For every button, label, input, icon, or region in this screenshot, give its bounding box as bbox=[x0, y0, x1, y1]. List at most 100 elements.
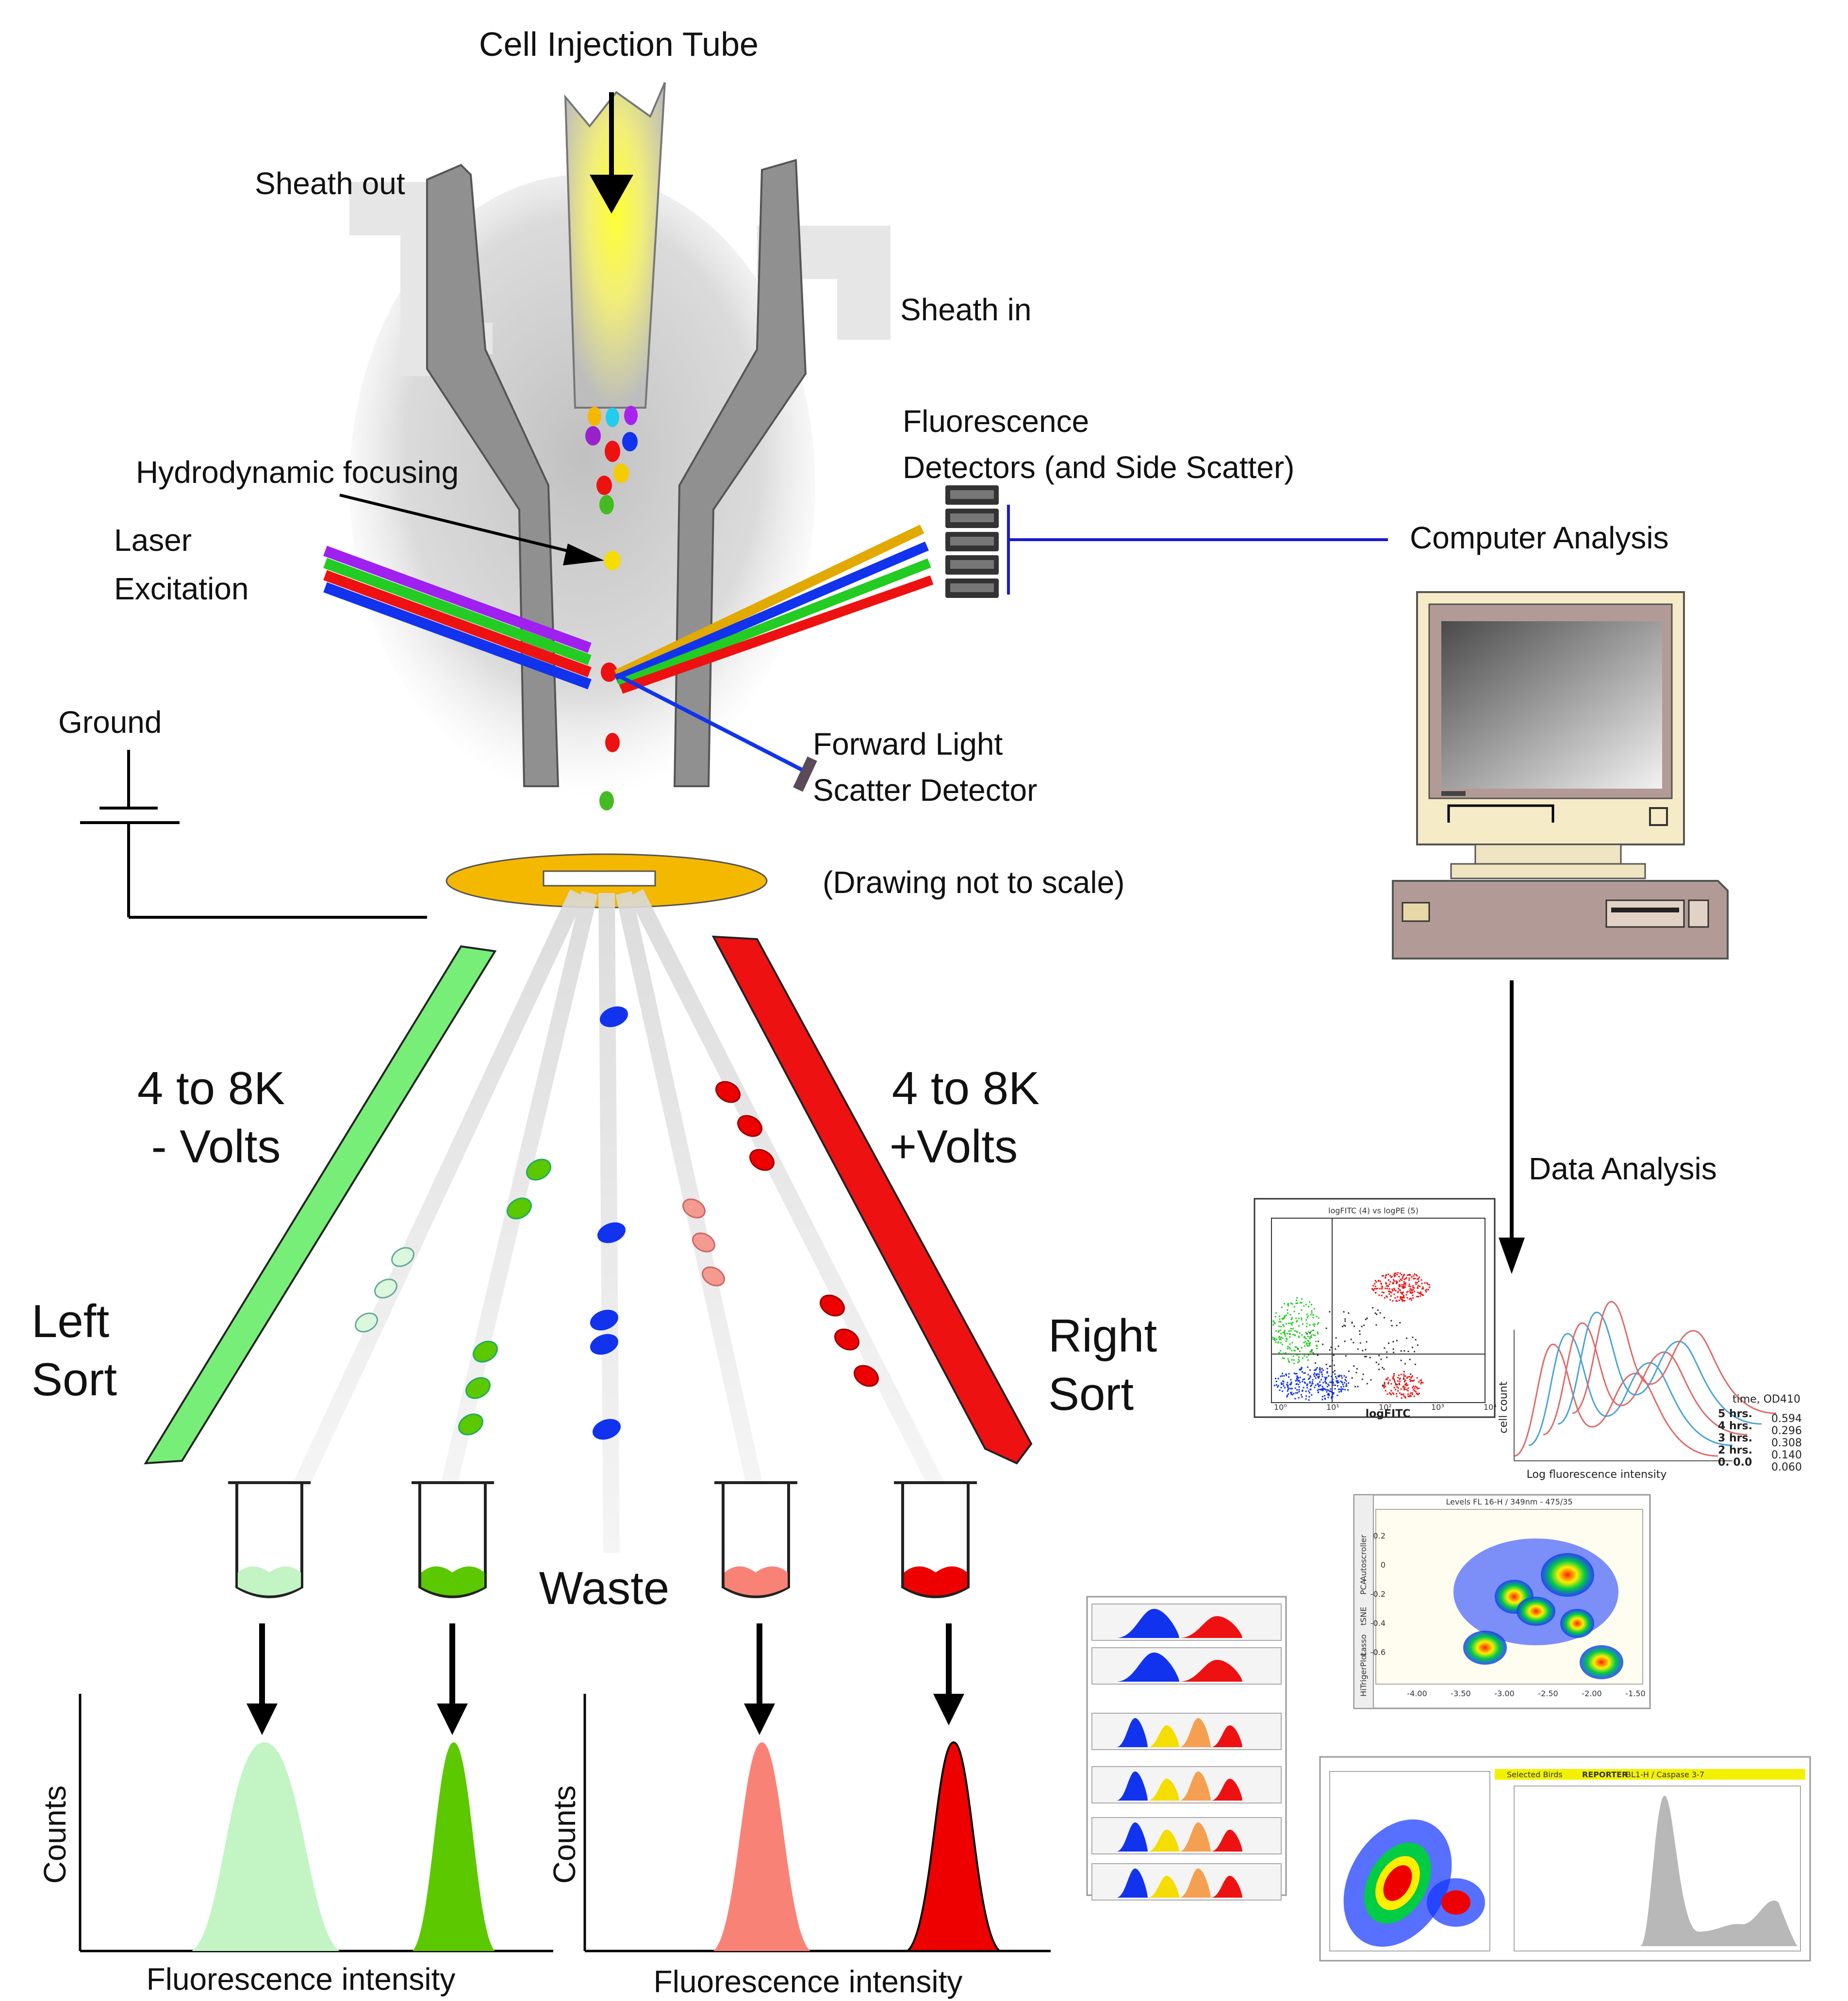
dotplot-point bbox=[1275, 1380, 1277, 1382]
dotplot-point bbox=[1409, 1274, 1411, 1276]
dotplot-point bbox=[1344, 1318, 1346, 1320]
histogram3d-curves bbox=[1514, 1301, 1777, 1457]
dotplot-point bbox=[1414, 1351, 1416, 1353]
dotplot-point bbox=[1419, 1285, 1421, 1287]
dotplot-point bbox=[1319, 1371, 1321, 1373]
dotplot-point bbox=[1333, 1384, 1335, 1386]
dotplot-point bbox=[1305, 1304, 1307, 1306]
dotplot-point bbox=[1362, 1350, 1364, 1352]
dotplot-point bbox=[1411, 1276, 1413, 1278]
dotplot-point bbox=[1407, 1274, 1409, 1276]
dotplot-point bbox=[1315, 1368, 1317, 1370]
dotplot-point bbox=[1353, 1341, 1354, 1343]
ground-circuit bbox=[80, 750, 427, 919]
dotplot-point bbox=[1408, 1285, 1410, 1287]
dotplot-point bbox=[1286, 1384, 1288, 1386]
dotplot-point bbox=[1306, 1342, 1308, 1344]
dotplot-point bbox=[1301, 1302, 1303, 1304]
multi-histogram-peak bbox=[1116, 1869, 1148, 1898]
multi-histogram-peak bbox=[1148, 1779, 1179, 1801]
dotplot-point bbox=[1283, 1381, 1285, 1383]
dotplot-point bbox=[1411, 1393, 1413, 1395]
dotplot-point bbox=[1312, 1330, 1314, 1332]
dotplot-point bbox=[1416, 1377, 1418, 1379]
dotplot-point bbox=[1296, 1373, 1298, 1374]
dotplot-point bbox=[1280, 1337, 1282, 1339]
dotplot-point bbox=[1281, 1306, 1283, 1308]
dotplot-point bbox=[1399, 1289, 1401, 1291]
dotplot-point bbox=[1411, 1375, 1413, 1377]
dotplot-point bbox=[1382, 1384, 1384, 1386]
dotplot-point bbox=[1296, 1389, 1298, 1391]
dotplot-point bbox=[1307, 1331, 1309, 1333]
dotplot-point bbox=[1314, 1323, 1316, 1325]
multi-histogram-panel bbox=[1091, 1604, 1282, 1641]
dotplot-point bbox=[1345, 1355, 1347, 1357]
dotplot-point bbox=[1281, 1317, 1283, 1319]
dotplot-point bbox=[1275, 1330, 1277, 1332]
dotplot-point bbox=[1319, 1369, 1320, 1371]
dotplot-point bbox=[1393, 1288, 1395, 1290]
dotplot-point bbox=[1301, 1396, 1303, 1398]
histogram3d-row-od: 0.296 bbox=[1771, 1425, 1802, 1437]
dotplot-point bbox=[1305, 1319, 1307, 1321]
fluorescence-detectors bbox=[945, 485, 1388, 598]
dotplot-point bbox=[1401, 1284, 1403, 1286]
dotplot-point bbox=[1289, 1336, 1291, 1338]
histogram3d-thumbnail: Log fluorescence intensity cell count ti… bbox=[1498, 1301, 1802, 1481]
dotplot-point bbox=[1279, 1339, 1281, 1340]
dotplot-point bbox=[1403, 1284, 1405, 1286]
dotplot-point bbox=[1291, 1350, 1293, 1352]
dotplot-point bbox=[1315, 1377, 1317, 1379]
dotplot-point bbox=[1282, 1337, 1284, 1339]
dotplot-point bbox=[1313, 1325, 1315, 1327]
dotplot-point bbox=[1382, 1275, 1384, 1277]
dotplot-point bbox=[1386, 1393, 1388, 1395]
multi-histogram-peak bbox=[1148, 1725, 1179, 1747]
dotplot-point bbox=[1306, 1333, 1308, 1335]
dotplot-point bbox=[1381, 1285, 1383, 1287]
histogram3d-curve bbox=[1572, 1301, 1777, 1414]
dotplot-point bbox=[1375, 1361, 1377, 1363]
dotplot-point bbox=[1345, 1380, 1347, 1382]
dotplot-point bbox=[1406, 1389, 1408, 1390]
dotplot-point bbox=[1334, 1373, 1336, 1375]
dotplot-point bbox=[1296, 1379, 1298, 1381]
histogram3d-row-od: 0.060 bbox=[1771, 1461, 1802, 1473]
dotplot-point bbox=[1404, 1286, 1406, 1288]
dotplot-point bbox=[1275, 1341, 1277, 1343]
dotplot-point bbox=[1277, 1378, 1279, 1380]
dotplot-point bbox=[1296, 1330, 1298, 1332]
dotplot-point bbox=[1332, 1393, 1334, 1395]
dotplot-point bbox=[1307, 1345, 1309, 1347]
dotplot-point bbox=[1395, 1389, 1397, 1390]
sheath-in-label: Sheath in bbox=[900, 292, 1031, 327]
dotplot-point bbox=[1312, 1314, 1314, 1316]
dotplot-point bbox=[1370, 1379, 1372, 1381]
dotplot-point bbox=[1318, 1373, 1320, 1375]
dotplot-point bbox=[1328, 1375, 1330, 1377]
multi-histogram-panel bbox=[1091, 1647, 1282, 1685]
forward-scatter-label-1: Forward Light bbox=[813, 727, 1003, 761]
left-sort-label-1: Left bbox=[32, 1295, 109, 1347]
dotplot-point bbox=[1382, 1385, 1384, 1387]
dotplot-point bbox=[1279, 1389, 1281, 1391]
dotplot-point bbox=[1332, 1396, 1334, 1398]
cluster-xtick: -3.00 bbox=[1494, 1689, 1514, 1698]
dotplot-point bbox=[1295, 1383, 1297, 1385]
dotplot-point bbox=[1387, 1383, 1389, 1385]
dotplot-point bbox=[1381, 1291, 1383, 1293]
dotplot-point bbox=[1424, 1282, 1426, 1284]
dotplot-point bbox=[1278, 1337, 1280, 1339]
dotplot-point bbox=[1364, 1356, 1366, 1357]
dotplot-point bbox=[1390, 1383, 1392, 1385]
dotplot-point bbox=[1344, 1325, 1346, 1327]
dotplot-point bbox=[1407, 1290, 1409, 1292]
dotplot-point bbox=[1390, 1389, 1392, 1391]
dotplot-point bbox=[1395, 1383, 1397, 1385]
data-analysis-label: Data Analysis bbox=[1529, 1151, 1717, 1186]
dotplot-point bbox=[1355, 1372, 1357, 1373]
injection-tube bbox=[564, 82, 666, 409]
dotplot-point bbox=[1385, 1386, 1386, 1388]
dotplot-point bbox=[1366, 1383, 1368, 1385]
